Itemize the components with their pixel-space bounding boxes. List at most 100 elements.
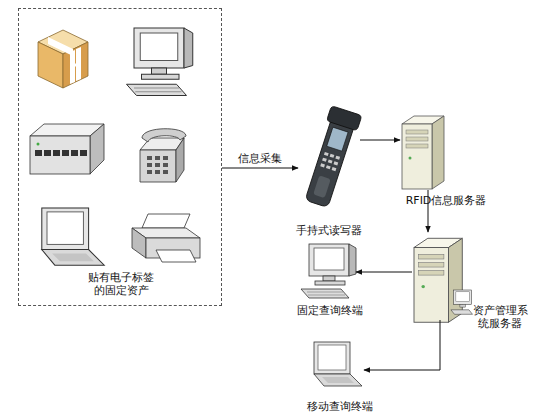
- handheld-reader-icon: [333, 161, 338, 165]
- server-icon: [409, 157, 412, 160]
- rfid-server-node: RFID信息服务器: [400, 112, 446, 190]
- telephone-icon: [147, 170, 152, 174]
- printer-icon: [132, 214, 200, 262]
- connector-arrow: [360, 140, 400, 141]
- handheld-reader-icon: [320, 163, 325, 167]
- printer-icon: [132, 228, 146, 258]
- laptop-icon: [322, 377, 354, 383]
- switch-icon: [53, 150, 60, 156]
- handheld-reader-icon: [332, 167, 337, 171]
- telephone-icon: [147, 163, 152, 167]
- handheld-reader-icon: [327, 127, 348, 151]
- fixed-terminal-node: 固定查询终端: [300, 242, 356, 300]
- handheld-reader-icon: [327, 106, 362, 131]
- desktop-icon: [134, 28, 184, 68]
- switch-icon: [80, 150, 87, 156]
- server-icon: [406, 144, 428, 148]
- node-label: 固定查询终端: [292, 304, 368, 317]
- handheld-reader-icon: [301, 106, 362, 209]
- desktop-icon: [184, 28, 193, 68]
- switch-icon: [30, 124, 104, 174]
- console-icon: [456, 292, 470, 302]
- telephone-icon: [176, 138, 184, 182]
- reader-node: 手持式读写器: [298, 112, 360, 212]
- console-icon: [451, 290, 473, 314]
- handheld-reader-icon: [330, 154, 335, 158]
- desktop-icon: [314, 248, 344, 270]
- telephone-icon: [140, 150, 176, 182]
- laptop-icon: [52, 254, 94, 262]
- desktop-icon: [349, 244, 356, 276]
- server-icon: [406, 137, 428, 141]
- laptop-icon: [47, 212, 83, 245]
- desktop-icon: [307, 292, 343, 293]
- package-icon: [48, 37, 73, 56]
- handheld-reader-icon: [328, 159, 333, 163]
- desktop-icon: [152, 68, 167, 74]
- laptop-icon: [42, 208, 89, 250]
- server-icon: [432, 116, 444, 189]
- desktop-icon: [323, 276, 335, 281]
- handheld-reader-icon: [326, 165, 331, 169]
- edge-label: 信息采集: [238, 152, 282, 165]
- switch-icon: [62, 150, 69, 156]
- connector-arrow: [222, 168, 298, 169]
- console-icon: [454, 290, 472, 304]
- laptop-icon: [314, 342, 362, 386]
- connector-arrow: [356, 272, 412, 273]
- telephone-icon: [163, 170, 168, 174]
- desktop-icon: [315, 281, 345, 285]
- desktop-icon: [301, 244, 356, 298]
- server-icon: [402, 124, 432, 189]
- console-icon: [451, 310, 473, 315]
- node-label: 资产管理系统服务器: [468, 304, 532, 330]
- server-icon: [406, 130, 428, 134]
- package-icon: [70, 61, 81, 69]
- desktop-icon: [308, 295, 345, 296]
- node-label: 手持式读写器: [292, 224, 366, 237]
- desktop-icon: [134, 88, 179, 89]
- switch-icon: [37, 143, 40, 146]
- connector-arrow: [428, 190, 429, 232]
- handheld-reader-icon: [322, 158, 327, 162]
- asset-server-node: 资产管理系统服务器: [412, 232, 464, 320]
- desktop-icon: [135, 91, 181, 92]
- desktop-icon: [309, 244, 349, 276]
- server-icon: [419, 262, 444, 267]
- switch-icon: [30, 136, 90, 174]
- switch-icon: [35, 150, 42, 156]
- telephone-icon: [155, 163, 160, 167]
- laptop-icon: [42, 250, 104, 266]
- telephone-icon: [147, 156, 152, 160]
- console-icon: [460, 304, 465, 307]
- telephone-icon: [155, 170, 160, 174]
- server-icon: [421, 285, 424, 288]
- laptop-icon: [314, 342, 350, 374]
- asset-group-box: 贴有电子标签的固定资产: [18, 8, 222, 306]
- connector-arrow: [364, 320, 440, 370]
- node-label: 移动查询终端: [300, 400, 380, 413]
- desktop-icon: [127, 28, 193, 96]
- server-icon: [402, 116, 444, 189]
- telephone-icon: [155, 156, 160, 160]
- server-icon: [419, 254, 444, 259]
- desktop-icon: [301, 289, 349, 298]
- handheld-reader-icon: [313, 175, 331, 198]
- package-icon: [38, 30, 88, 88]
- laptop-icon: [314, 374, 362, 386]
- handheld-reader-icon: [324, 152, 329, 156]
- printer-icon: [156, 250, 196, 262]
- printer-icon: [142, 214, 190, 228]
- desktop-icon: [127, 84, 187, 95]
- laptop-icon: [318, 345, 346, 370]
- telephone-icon: [163, 156, 168, 160]
- desktop-icon: [140, 33, 178, 61]
- telephone-icon: [163, 163, 168, 167]
- telephone-icon: [142, 129, 186, 142]
- handheld-reader-icon: [335, 156, 340, 160]
- switch-icon: [44, 150, 51, 156]
- switch-icon: [90, 124, 104, 174]
